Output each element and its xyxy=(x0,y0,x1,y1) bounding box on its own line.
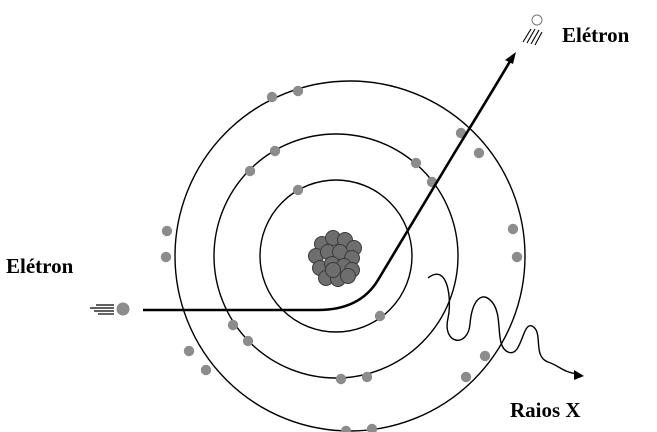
nucleus-icon xyxy=(309,231,362,287)
nucleus-particle xyxy=(341,269,356,284)
incoming-electron-icon xyxy=(90,303,130,316)
shell-electron xyxy=(367,424,377,432)
outgoing-electron-icon xyxy=(523,15,542,45)
outgoing-electron-label: Elétron xyxy=(562,25,629,46)
shell-electron xyxy=(480,351,490,361)
shell-electron xyxy=(228,320,238,330)
incoming-electron-label: Elétron xyxy=(6,256,73,277)
trajectory-arrowhead xyxy=(505,52,516,64)
shell-electron xyxy=(336,374,346,384)
shell-electron xyxy=(270,146,280,156)
shell-electron xyxy=(341,426,351,432)
shell-electron xyxy=(362,372,372,382)
shell-electron xyxy=(161,252,171,262)
xray-label: Raios X xyxy=(510,400,581,421)
shell-electron xyxy=(508,224,518,234)
shell-electron xyxy=(512,252,522,262)
shell-electron xyxy=(162,226,172,236)
shell-electron xyxy=(474,148,484,158)
nucleus-particle xyxy=(326,263,341,278)
shell-electron xyxy=(411,158,421,168)
shell-electron xyxy=(184,346,194,356)
shell-electron xyxy=(245,166,255,176)
shell-electron xyxy=(461,372,471,382)
shell-electron xyxy=(267,92,277,102)
shell-electron xyxy=(293,86,303,96)
shell-electron xyxy=(293,185,303,195)
xray-arrowhead xyxy=(574,370,584,380)
shell-electron xyxy=(201,365,211,375)
xray-wave-icon xyxy=(428,274,578,374)
shell-electron xyxy=(243,336,253,346)
shell-electron xyxy=(375,311,385,321)
